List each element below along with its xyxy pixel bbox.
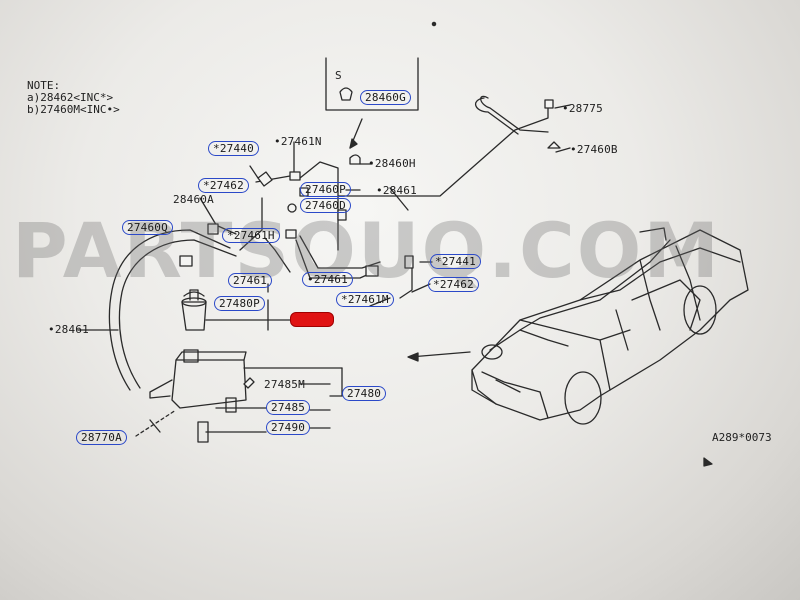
part-label-28775: •28775 — [562, 102, 603, 115]
part-label-28461-upper: •28461 — [376, 184, 417, 197]
note-line-a: a)28462<INC*> — [27, 91, 114, 104]
diagram-code: A289*0073 — [712, 431, 772, 444]
part-label-28770a[interactable]: 28770A — [76, 430, 127, 445]
part-label-28460a: 28460A — [173, 193, 214, 206]
part-label-28461-lower: •28461 — [48, 323, 89, 336]
part-label-27462-lower[interactable]: *27462 — [428, 277, 479, 292]
part-label-27480p[interactable]: 27480P — [214, 296, 265, 311]
part-label-27460q[interactable]: 27460Q — [122, 220, 173, 235]
part-label-27490[interactable]: 27490 — [266, 420, 311, 435]
diagram-note: NOTE: a)28462<INC*> b)27460M<INC•> — [27, 80, 120, 116]
part-label-27480[interactable]: 27480 — [342, 386, 387, 401]
part-label-27460p[interactable]: 27460P — [300, 182, 351, 197]
note-line-b: b)27460M<INC•> — [27, 103, 120, 116]
part-label-27460b: •27460B — [570, 143, 618, 156]
left-hose — [108, 229, 231, 391]
part-label-27460d[interactable]: 27460D — [300, 198, 351, 213]
part-label-28460h: •28460H — [368, 157, 416, 170]
reservoir-tank — [171, 359, 247, 409]
part-label-27485[interactable]: 27485 — [266, 400, 311, 415]
part-label-27461-bullet[interactable]: •27461 — [302, 272, 353, 287]
center-hose — [299, 161, 339, 251]
note-title: NOTE: — [27, 79, 61, 92]
part-label-27460-highlighted[interactable]: 27460 — [290, 312, 335, 327]
filler-cap — [181, 301, 207, 331]
partsouq-watermark: PARTSOUQ.COM — [12, 206, 722, 295]
part-label-27461h[interactable]: *27461H — [222, 228, 280, 243]
inset-marker: S — [335, 69, 342, 82]
part-label-27461m[interactable]: *27461M — [336, 292, 394, 307]
part-label-27441[interactable]: *27441 — [430, 254, 481, 269]
car-illustration — [471, 227, 749, 425]
rear-hose-loop — [480, 95, 549, 133]
part-label-27440[interactable]: *27440 — [208, 141, 259, 156]
rear-hose — [337, 99, 549, 197]
part-label-27461[interactable]: 27461 — [228, 273, 273, 288]
part-label-27462-upper[interactable]: *27462 — [198, 178, 249, 193]
part-label-27485m: 27485M — [264, 378, 305, 391]
part-label-28460g[interactable]: 28460G — [360, 90, 411, 105]
part-label-27461n: •27461N — [274, 135, 322, 148]
car-pointer — [409, 351, 471, 358]
inset-box — [325, 57, 419, 111]
